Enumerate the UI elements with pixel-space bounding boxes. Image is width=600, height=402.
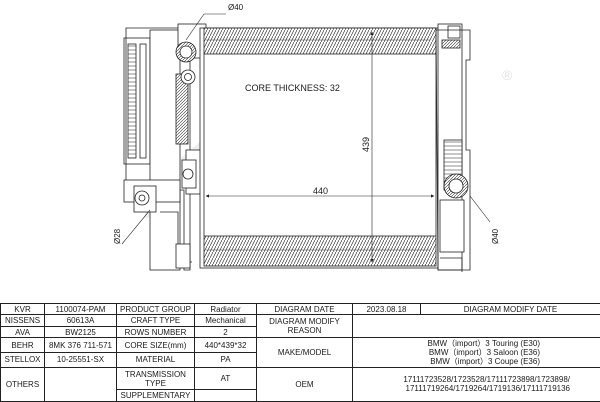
radiator-core xyxy=(199,27,441,269)
modify-reason-label: DIAGRAM MODIFY REASON xyxy=(256,314,353,339)
registered-mark: ® xyxy=(502,67,513,83)
nissens-label: NISSENS xyxy=(0,314,45,327)
supplementary-label: SUPPLEMENTARY xyxy=(116,389,195,402)
width-dimension-label: 440 xyxy=(313,186,328,196)
make-model-label: MAKE/MODEL xyxy=(256,337,353,368)
small-pipe-diameter-label: Ø28 xyxy=(113,228,122,244)
specification-table: KVR 1100074-PAM PRODUCT GROUP Radiator D… xyxy=(0,302,600,402)
product-group-value: Radiator xyxy=(194,302,257,316)
make-model-line: BMW（import）3 Coupe (E36) xyxy=(430,356,540,366)
kvr-value: 1100074-PAM xyxy=(44,302,117,316)
ava-label: AVA xyxy=(0,325,45,339)
height-dimension-label: 439 xyxy=(361,137,371,152)
oem-label: OEM xyxy=(256,366,353,402)
make-model-value: BMW（import）3 Touring (E30) BMW（import）3 … xyxy=(352,337,600,368)
modify-reason-value xyxy=(352,314,600,339)
lower-drain-left xyxy=(133,185,191,269)
others-value xyxy=(44,366,117,402)
behr-label: BEHR xyxy=(0,337,45,353)
right-tank xyxy=(435,23,471,272)
top-inlet-diameter-label: Ø40 xyxy=(228,3,244,12)
make-model-line: BMW（import）3 Saloon (E36) xyxy=(428,347,540,357)
oem-value: 17111723528/1723528/17111723898/1723898/… xyxy=(352,366,600,402)
diagram-date-value: 2023.08.18 xyxy=(352,302,421,316)
product-group-label: PRODUCT GROUP xyxy=(116,302,195,316)
supplementary-value xyxy=(194,389,257,402)
make-model-line: BMW（import）3 Touring (E30) xyxy=(427,338,540,348)
dimension-lines xyxy=(121,13,491,263)
radiator-drawing: KVR ® xyxy=(113,3,513,272)
diagram-modify-date-label: DIAGRAM MODIFY DATE xyxy=(420,302,600,316)
left-tank xyxy=(123,27,203,271)
diagram-date-label: DIAGRAM DATE xyxy=(256,302,353,316)
nissens-value: 60613A xyxy=(44,314,117,327)
material-value: PA xyxy=(194,351,257,368)
stellox-label: STELLOX xyxy=(0,351,45,368)
outlet-diameter-label: Ø40 xyxy=(491,228,500,244)
stellox-value: 10-25551-SX xyxy=(44,351,117,368)
rows-number-value: 2 xyxy=(194,325,257,339)
others-label: OTHERS xyxy=(0,366,45,402)
behr-value: 8MK 376 711-571 xyxy=(44,337,117,353)
craft-type-value: Mechanical xyxy=(194,314,257,327)
oem-line: 17111719264/1719264/1719136/17111719136 xyxy=(405,384,570,394)
core-size-label: CORE SIZE(mm) xyxy=(116,337,195,353)
upper-inlet-left xyxy=(175,23,207,189)
kvr-label: KVR xyxy=(0,302,45,316)
oem-line: 17111723528/1723528/17111723898/1723898/ xyxy=(403,375,570,385)
transmission-value: AT xyxy=(194,366,257,391)
craft-type-label: CRAFT TYPE xyxy=(116,314,195,327)
core-thickness-label: CORE THICKNESS: 32 xyxy=(245,83,340,93)
rows-number-label: ROWS NUMBER xyxy=(116,325,195,339)
core-size-value: 440*439*32 xyxy=(194,337,257,353)
transmission-label: TRANSMISSION TYPE xyxy=(116,366,195,391)
material-label: MATERIAL xyxy=(116,351,195,368)
ava-value: BW2125 xyxy=(44,325,117,339)
